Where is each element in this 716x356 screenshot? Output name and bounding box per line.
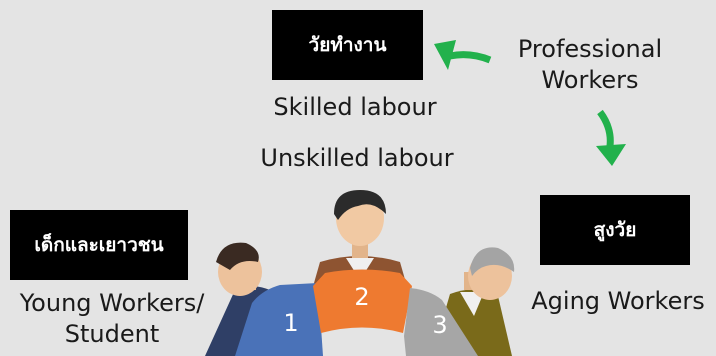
- segment-2: [313, 269, 412, 333]
- professional-line-2: Workers: [541, 66, 639, 95]
- working-age-label: วัยทำงาน: [308, 34, 387, 56]
- working-age-box: วัยทำงาน: [272, 10, 423, 80]
- arrow-to-elderly-icon: [596, 109, 626, 166]
- unskilled-labour-label: Unskilled labour: [260, 144, 454, 172]
- elderly-label: สูงวัย: [593, 219, 637, 241]
- segment-1: [235, 283, 323, 356]
- segment-3-number: 3: [432, 311, 448, 339]
- arrow-to-working-age-icon: [434, 40, 492, 70]
- elderly-box: สูงวัย: [540, 195, 690, 265]
- youth-label: เด็กและเยาวชน: [34, 234, 164, 256]
- youth-box: เด็กและเยาวชน: [10, 210, 188, 280]
- professional-workers-label: Professional Workers: [490, 34, 690, 96]
- young-workers-label: Young Workers/ Student: [0, 288, 224, 350]
- segment-1-number: 1: [283, 309, 299, 337]
- young-line-2: Student: [64, 320, 160, 349]
- professional-line-1: Professional: [517, 35, 663, 63]
- skilled-labour-label: Skilled labour: [273, 93, 437, 121]
- aging-workers-label: Aging Workers: [531, 287, 705, 315]
- segment-2-number: 2: [354, 283, 370, 311]
- segment-3: [404, 288, 478, 356]
- young-line-1: Young Workers/: [19, 289, 205, 317]
